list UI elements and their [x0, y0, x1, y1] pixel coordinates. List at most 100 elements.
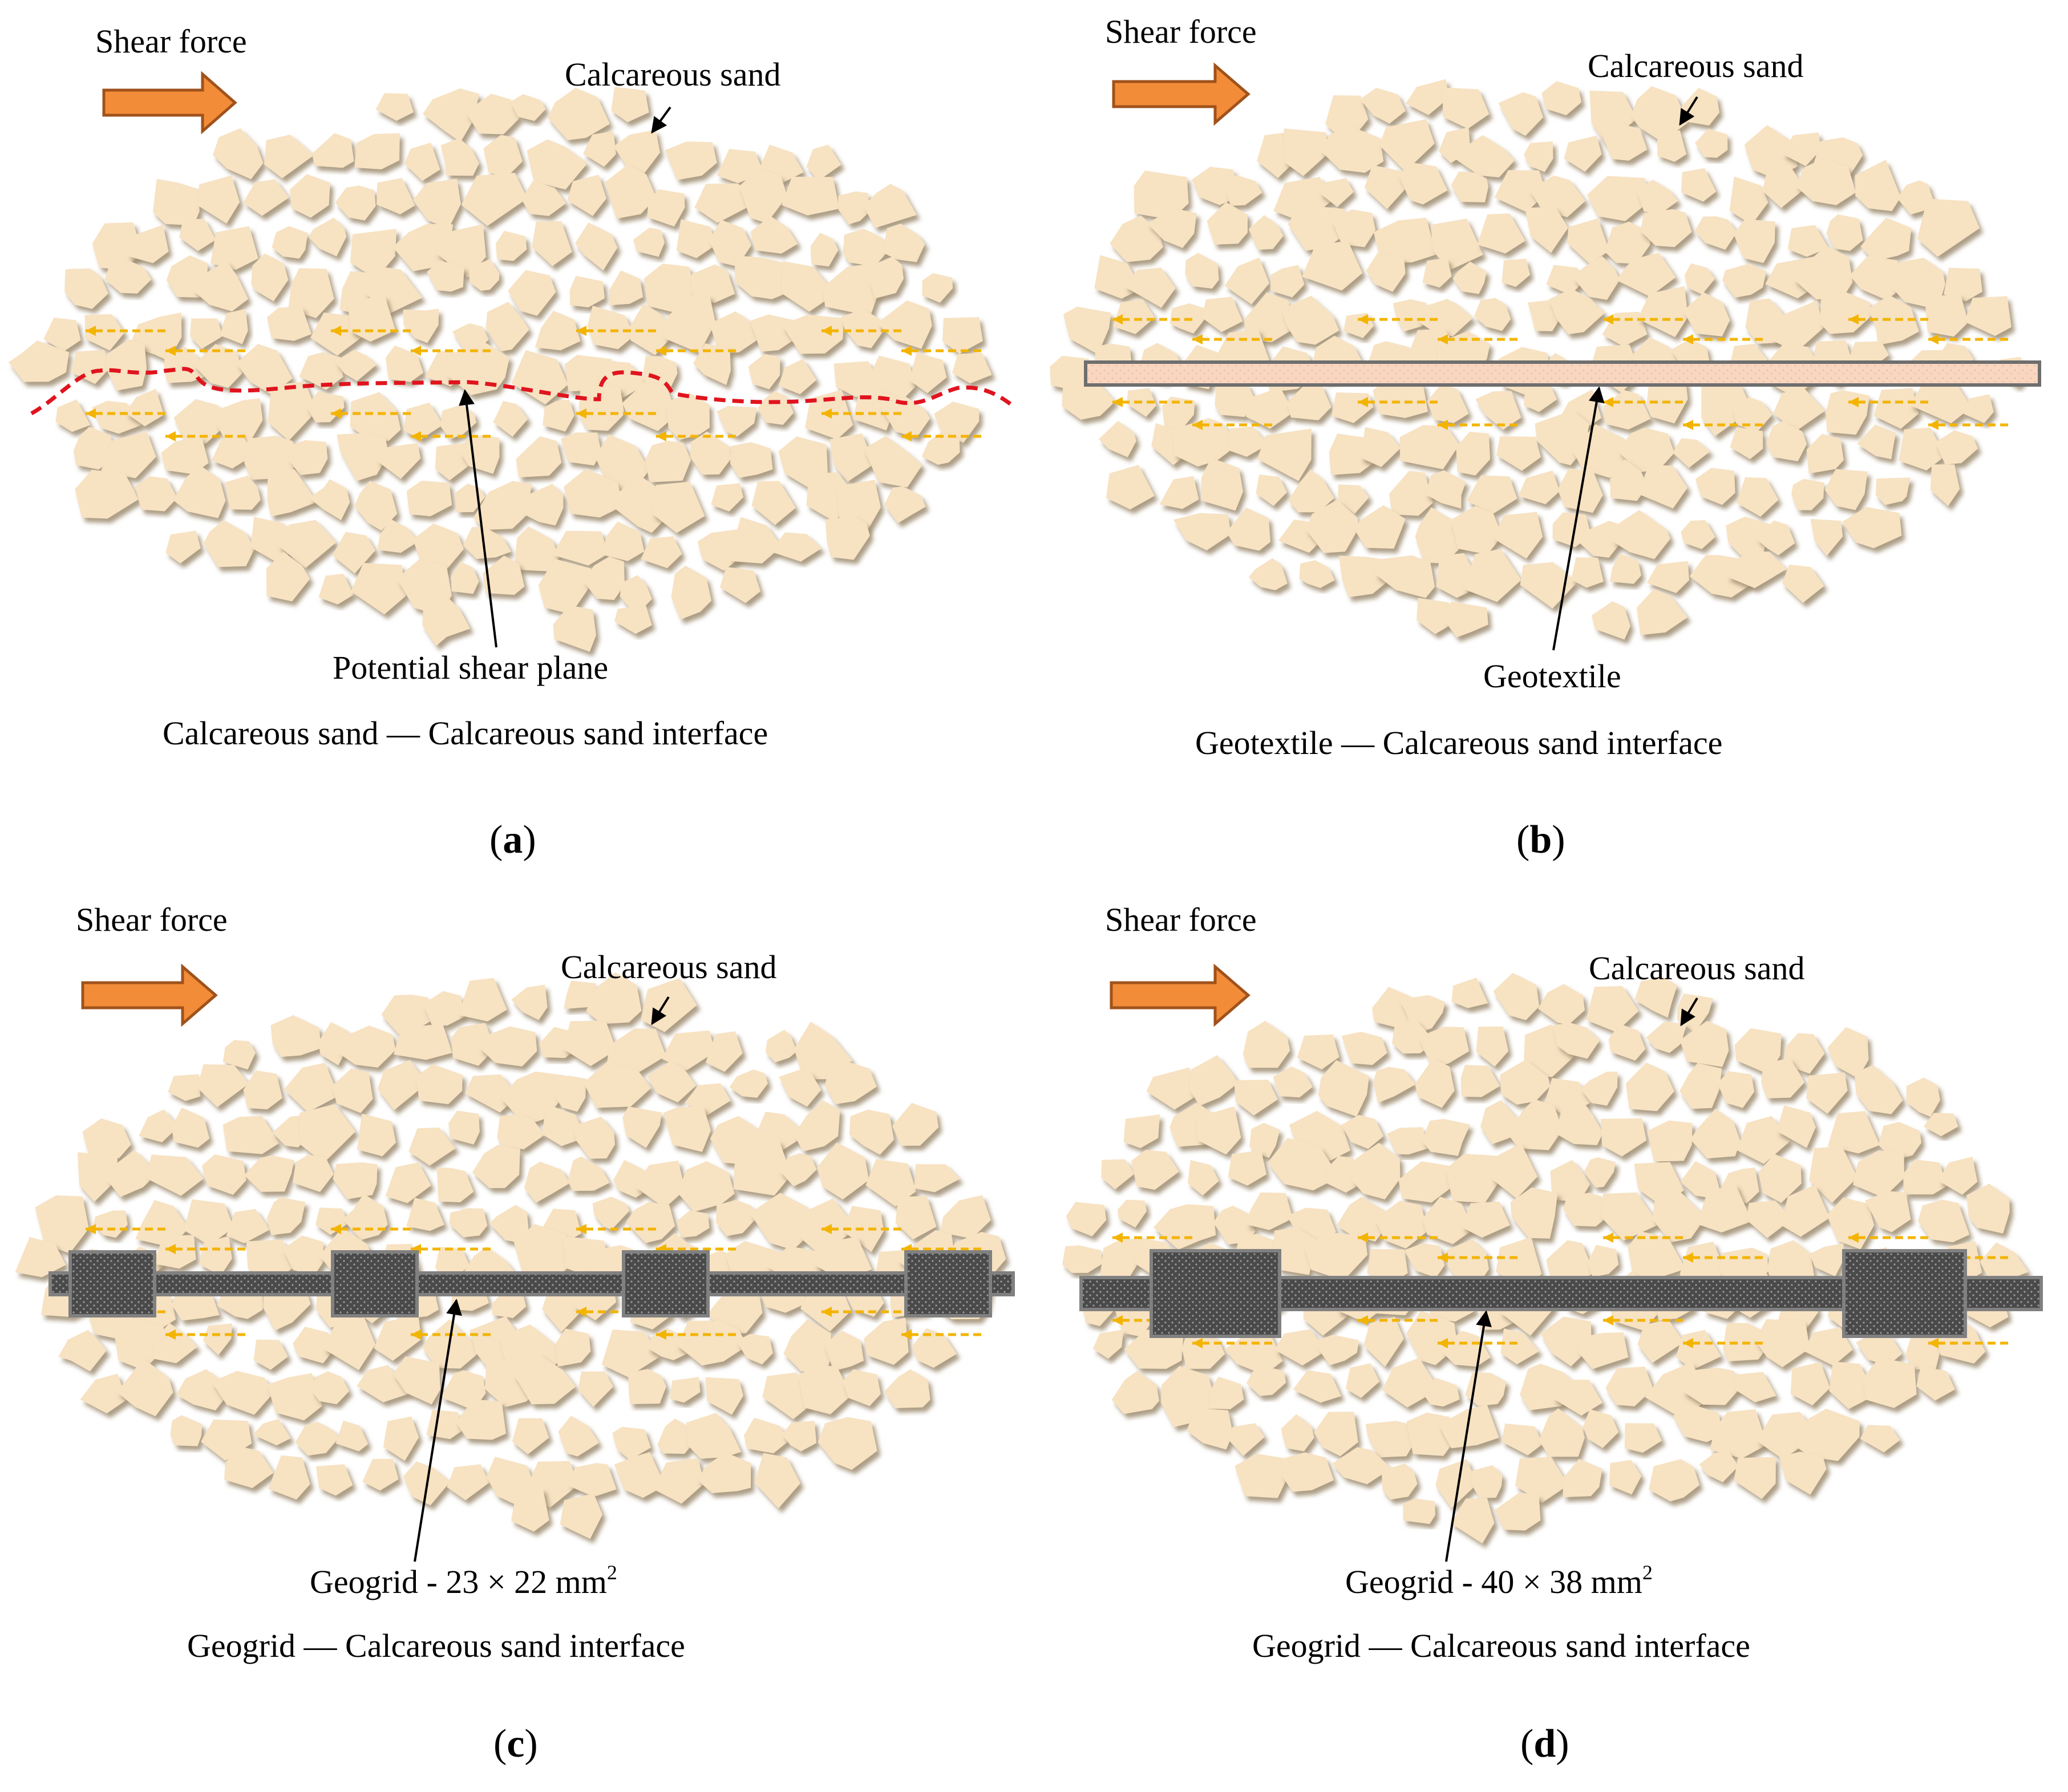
- sand-grain: [1676, 1329, 1722, 1371]
- sand-grain: [1827, 1111, 1880, 1154]
- sand-grain: [1625, 1063, 1674, 1112]
- displacement-arrowhead: [901, 431, 912, 441]
- sand-grain: [512, 1418, 549, 1454]
- sand-grain: [543, 399, 574, 432]
- sand-grain: [676, 219, 716, 258]
- sand-grain: [1282, 1452, 1334, 1492]
- sand-grain: [1782, 564, 1824, 603]
- displacement-arrowhead: [1112, 1232, 1123, 1243]
- sand-grain: [1496, 436, 1541, 471]
- sand-grain: [1791, 1362, 1830, 1406]
- sand-grain: [268, 381, 317, 441]
- sand-grain: [323, 1317, 376, 1371]
- sand-grain: [1776, 1105, 1816, 1148]
- sand-grain: [1855, 160, 1901, 212]
- sand-grain: [711, 483, 744, 512]
- sand-grain: [392, 224, 454, 271]
- sand-grain: [1267, 1138, 1339, 1191]
- sand-grain: [1318, 1335, 1359, 1365]
- sand-grain: [362, 1459, 399, 1491]
- sand-grain: [1336, 1197, 1391, 1242]
- sand-grain: [1422, 258, 1452, 288]
- sand-grain: [1332, 209, 1376, 248]
- sand-grain: [1399, 425, 1460, 469]
- sand-grains: [1062, 972, 2029, 1544]
- sand-grain: [335, 350, 377, 382]
- sand-grain: [644, 263, 697, 314]
- sand-grain: [1803, 1327, 1853, 1366]
- sand-grain: [1365, 1421, 1415, 1458]
- geogrid-label: Geogrid - 23 × 22 mm2: [310, 1561, 617, 1600]
- sand-grain: [1500, 1328, 1540, 1365]
- sand-grain: [564, 980, 596, 1009]
- sand-grain: [843, 1369, 881, 1406]
- sand-grain: [1281, 1414, 1314, 1452]
- sand-grain: [1681, 168, 1717, 202]
- shear-force-arrow: [1112, 62, 1250, 126]
- sand-grain: [814, 1236, 872, 1282]
- sand-grain: [422, 595, 471, 646]
- calcareous-sand-label: Calcareous sand: [565, 56, 780, 93]
- sand-grain: [1226, 175, 1262, 206]
- sand-grain: [823, 263, 880, 317]
- displacement-arrowhead: [411, 431, 421, 441]
- sand-grain: [730, 442, 773, 478]
- sand-grain: [1500, 1060, 1551, 1105]
- sand-grain: [1962, 394, 1994, 423]
- sand-grain: [1288, 205, 1351, 251]
- sand-grain: [568, 1463, 617, 1497]
- sand-grain: [794, 1100, 840, 1152]
- sand-grain: [865, 1159, 916, 1207]
- sand-grain: [556, 1328, 591, 1367]
- sand-grain: [1450, 1498, 1495, 1544]
- sand-grain: [84, 314, 125, 351]
- sand-grain: [662, 1030, 715, 1071]
- sand-grain: [1341, 1114, 1384, 1149]
- displacement-arrowhead: [1112, 1315, 1123, 1325]
- sand-grain: [165, 530, 201, 563]
- sand-grain: [1213, 1205, 1256, 1244]
- sand-grain: [1463, 549, 1521, 602]
- sand-grain: [1381, 1463, 1418, 1500]
- sand-grain: [1539, 1408, 1585, 1457]
- sand-grain: [532, 221, 572, 266]
- sand-grain: [719, 566, 761, 603]
- displacement-arrows: [86, 326, 981, 441]
- sand-grain: [354, 133, 400, 169]
- sand-grain: [412, 179, 461, 229]
- sand-grain: [1181, 1328, 1225, 1369]
- sand-grain: [168, 1074, 201, 1101]
- sand-grain: [82, 1118, 131, 1158]
- sand-grain: [211, 432, 256, 469]
- sand-grain: [1618, 427, 1675, 473]
- geogrid-small: [48, 1250, 1015, 1317]
- sand-grain: [563, 1020, 617, 1067]
- calcareous-sand-label: Calcareous sand: [1588, 47, 1803, 84]
- geogrid-junction: [1842, 1249, 1967, 1338]
- shear-force-arrow: [81, 963, 218, 1027]
- sand-grain: [765, 1029, 797, 1063]
- sand-grain: [1477, 213, 1525, 254]
- sand-grain: [587, 306, 635, 350]
- sand-grain: [479, 1026, 537, 1067]
- sand-grain: [1398, 163, 1448, 205]
- sand-grain: [135, 1200, 189, 1247]
- sand-grain: [1474, 298, 1511, 331]
- sand-grain: [717, 406, 757, 437]
- sand-grain: [1899, 427, 1945, 471]
- panel-letter-a: (a): [489, 818, 536, 862]
- sand-grain: [569, 275, 605, 307]
- sand-grain: [1423, 1377, 1460, 1407]
- sand-grain: [15, 1237, 66, 1278]
- sand-grain: [1379, 119, 1435, 172]
- displacement-arrowhead: [1928, 420, 1939, 430]
- sand-grain: [236, 344, 293, 395]
- sand-grain: [339, 1025, 396, 1068]
- sand-grain: [560, 432, 602, 466]
- sand-grain: [1196, 1106, 1241, 1155]
- sand-grain: [1806, 433, 1844, 474]
- sand-grain: [1923, 1113, 1958, 1137]
- sand-grain: [1673, 1406, 1723, 1442]
- sand-grain: [1826, 214, 1863, 251]
- sand-grain: [251, 253, 289, 302]
